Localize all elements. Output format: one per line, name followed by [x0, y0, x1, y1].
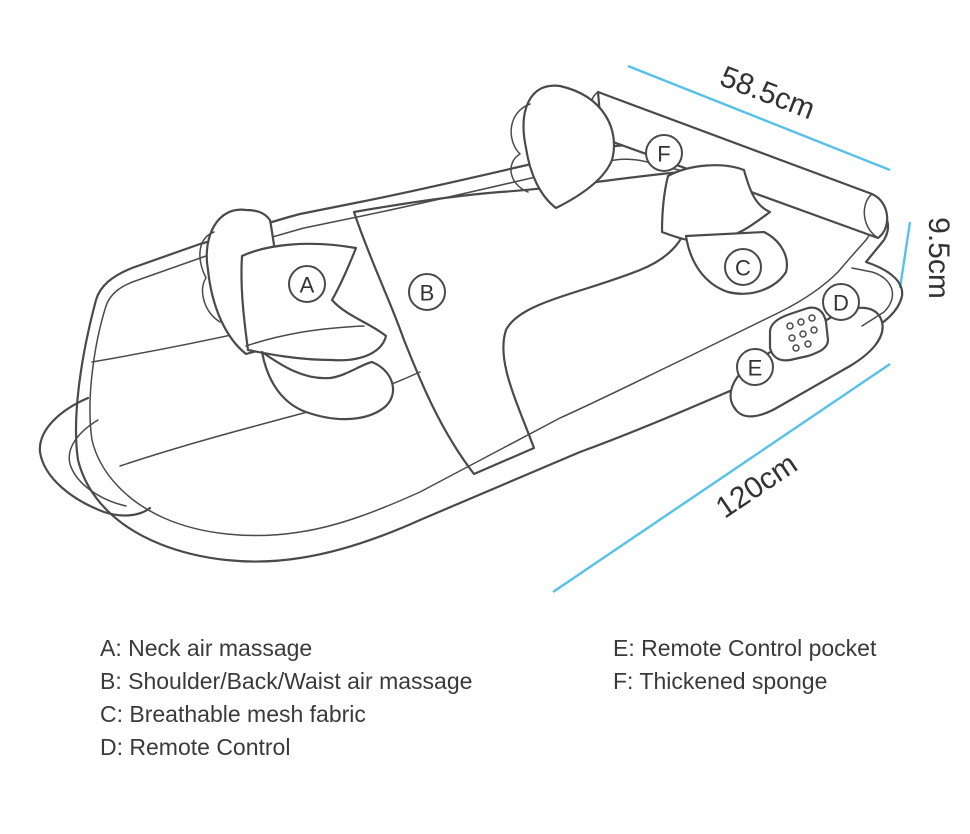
- neck-bag-cup: [240, 242, 388, 362]
- top-bag-flap: [522, 84, 616, 210]
- top-bag-side-flap: [510, 103, 531, 193]
- remote-button: [788, 334, 796, 342]
- marker-d: D: [822, 283, 860, 321]
- marker-c-label: C: [735, 256, 751, 281]
- marker-b-label: B: [420, 281, 435, 306]
- neck-bag-base: [260, 350, 395, 421]
- legend-item-b: B: Shoulder/Back/Waist air massage: [100, 668, 473, 694]
- remote-cable: [851, 267, 894, 327]
- remote-control: [768, 306, 830, 362]
- legend-item-c: C: Breathable mesh fabric: [100, 701, 366, 727]
- remote-button: [810, 326, 818, 334]
- height-dimension-line: [898, 221, 912, 289]
- length-dimension-label: 120cm: [710, 447, 803, 525]
- marker-e-label: E: [748, 356, 763, 381]
- remote-button: [792, 344, 800, 352]
- width-dimension-label: 58.5cm: [716, 60, 820, 126]
- neck-bag-side-flap: [199, 231, 221, 323]
- marker-f: F: [645, 134, 683, 172]
- remote-button: [799, 330, 807, 338]
- marker-f-label: F: [657, 142, 670, 167]
- remote-button: [804, 340, 812, 348]
- neck-air-bag: [199, 208, 395, 421]
- height-dimension-label: 9.5cm: [922, 217, 955, 299]
- marker-a-label: A: [300, 273, 315, 298]
- remote-button: [797, 318, 805, 326]
- length-dimension-line: [552, 363, 891, 593]
- legend-item-d: D: Remote Control: [100, 734, 291, 760]
- foot-flap-outline: [38, 396, 152, 517]
- shoulder-bag-cup: [660, 164, 772, 243]
- legend-left-column: A: Neck air massage B: Shoulder/Back/Wai…: [100, 632, 472, 764]
- remote-button: [786, 322, 794, 330]
- mat-inner-outline: [89, 158, 872, 537]
- roller-end-right: [863, 193, 879, 239]
- foot-flap-inner: [68, 419, 127, 507]
- marker-e: E: [736, 348, 774, 386]
- marker-b: B: [408, 273, 446, 311]
- marker-a: A: [288, 265, 326, 303]
- legend-right-column: E: Remote Control pocket F: Thickened sp…: [613, 632, 876, 698]
- legend-item-f: F: Thickened sponge: [613, 668, 828, 694]
- marker-d-label: D: [833, 291, 849, 316]
- top-air-bag: [510, 84, 616, 210]
- neck-bag-rim: [245, 325, 365, 347]
- back-massage-panel: [352, 170, 691, 476]
- legend-item-e: E: Remote Control pocket: [613, 635, 877, 661]
- remote-button: [808, 314, 816, 322]
- remote-body: [768, 306, 830, 362]
- legend-item-a: A: Neck air massage: [100, 635, 313, 661]
- width-dimension-line: [627, 64, 891, 172]
- marker-c: C: [724, 248, 762, 286]
